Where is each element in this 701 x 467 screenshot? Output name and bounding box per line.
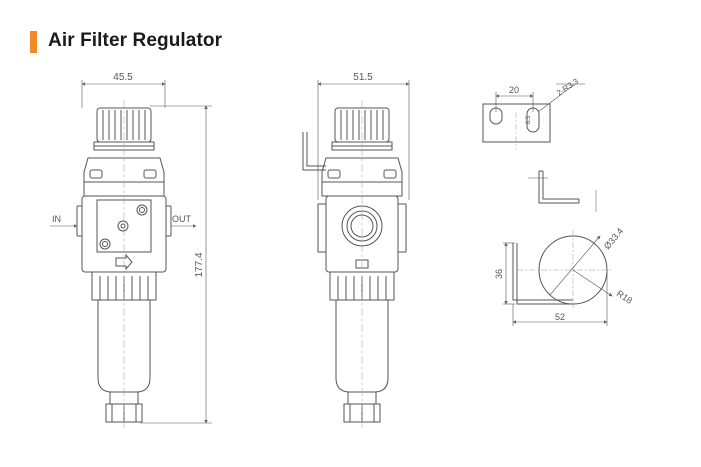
bracket-slot-width: 6.5 <box>526 115 532 124</box>
side-view <box>302 80 410 430</box>
bracket-front-view <box>503 230 613 326</box>
front-view <box>50 80 212 430</box>
bracket-radius-dim: R18 <box>615 288 634 306</box>
title-accent-bar <box>30 31 37 53</box>
bracket-width-dim: 52 <box>555 312 565 322</box>
front-width-dim: 45.5 <box>113 72 133 83</box>
bracket-diameter-dim: Ø33.4 <box>602 226 625 251</box>
front-height-dim: 177.4 <box>194 252 205 277</box>
bracket-spacing-dim: 20 <box>509 85 519 95</box>
inlet-label: IN <box>52 214 61 224</box>
side-width-dim: 51.5 <box>353 72 373 83</box>
bracket-height-dim: 36 <box>494 269 504 279</box>
page-title: Air Filter Regulator <box>48 30 223 51</box>
bracket-top-view <box>482 83 585 150</box>
bracket-side-profile <box>528 170 597 212</box>
bracket-hole-note: 2-R3.3 <box>555 76 580 97</box>
outlet-label: OUT <box>172 214 192 224</box>
